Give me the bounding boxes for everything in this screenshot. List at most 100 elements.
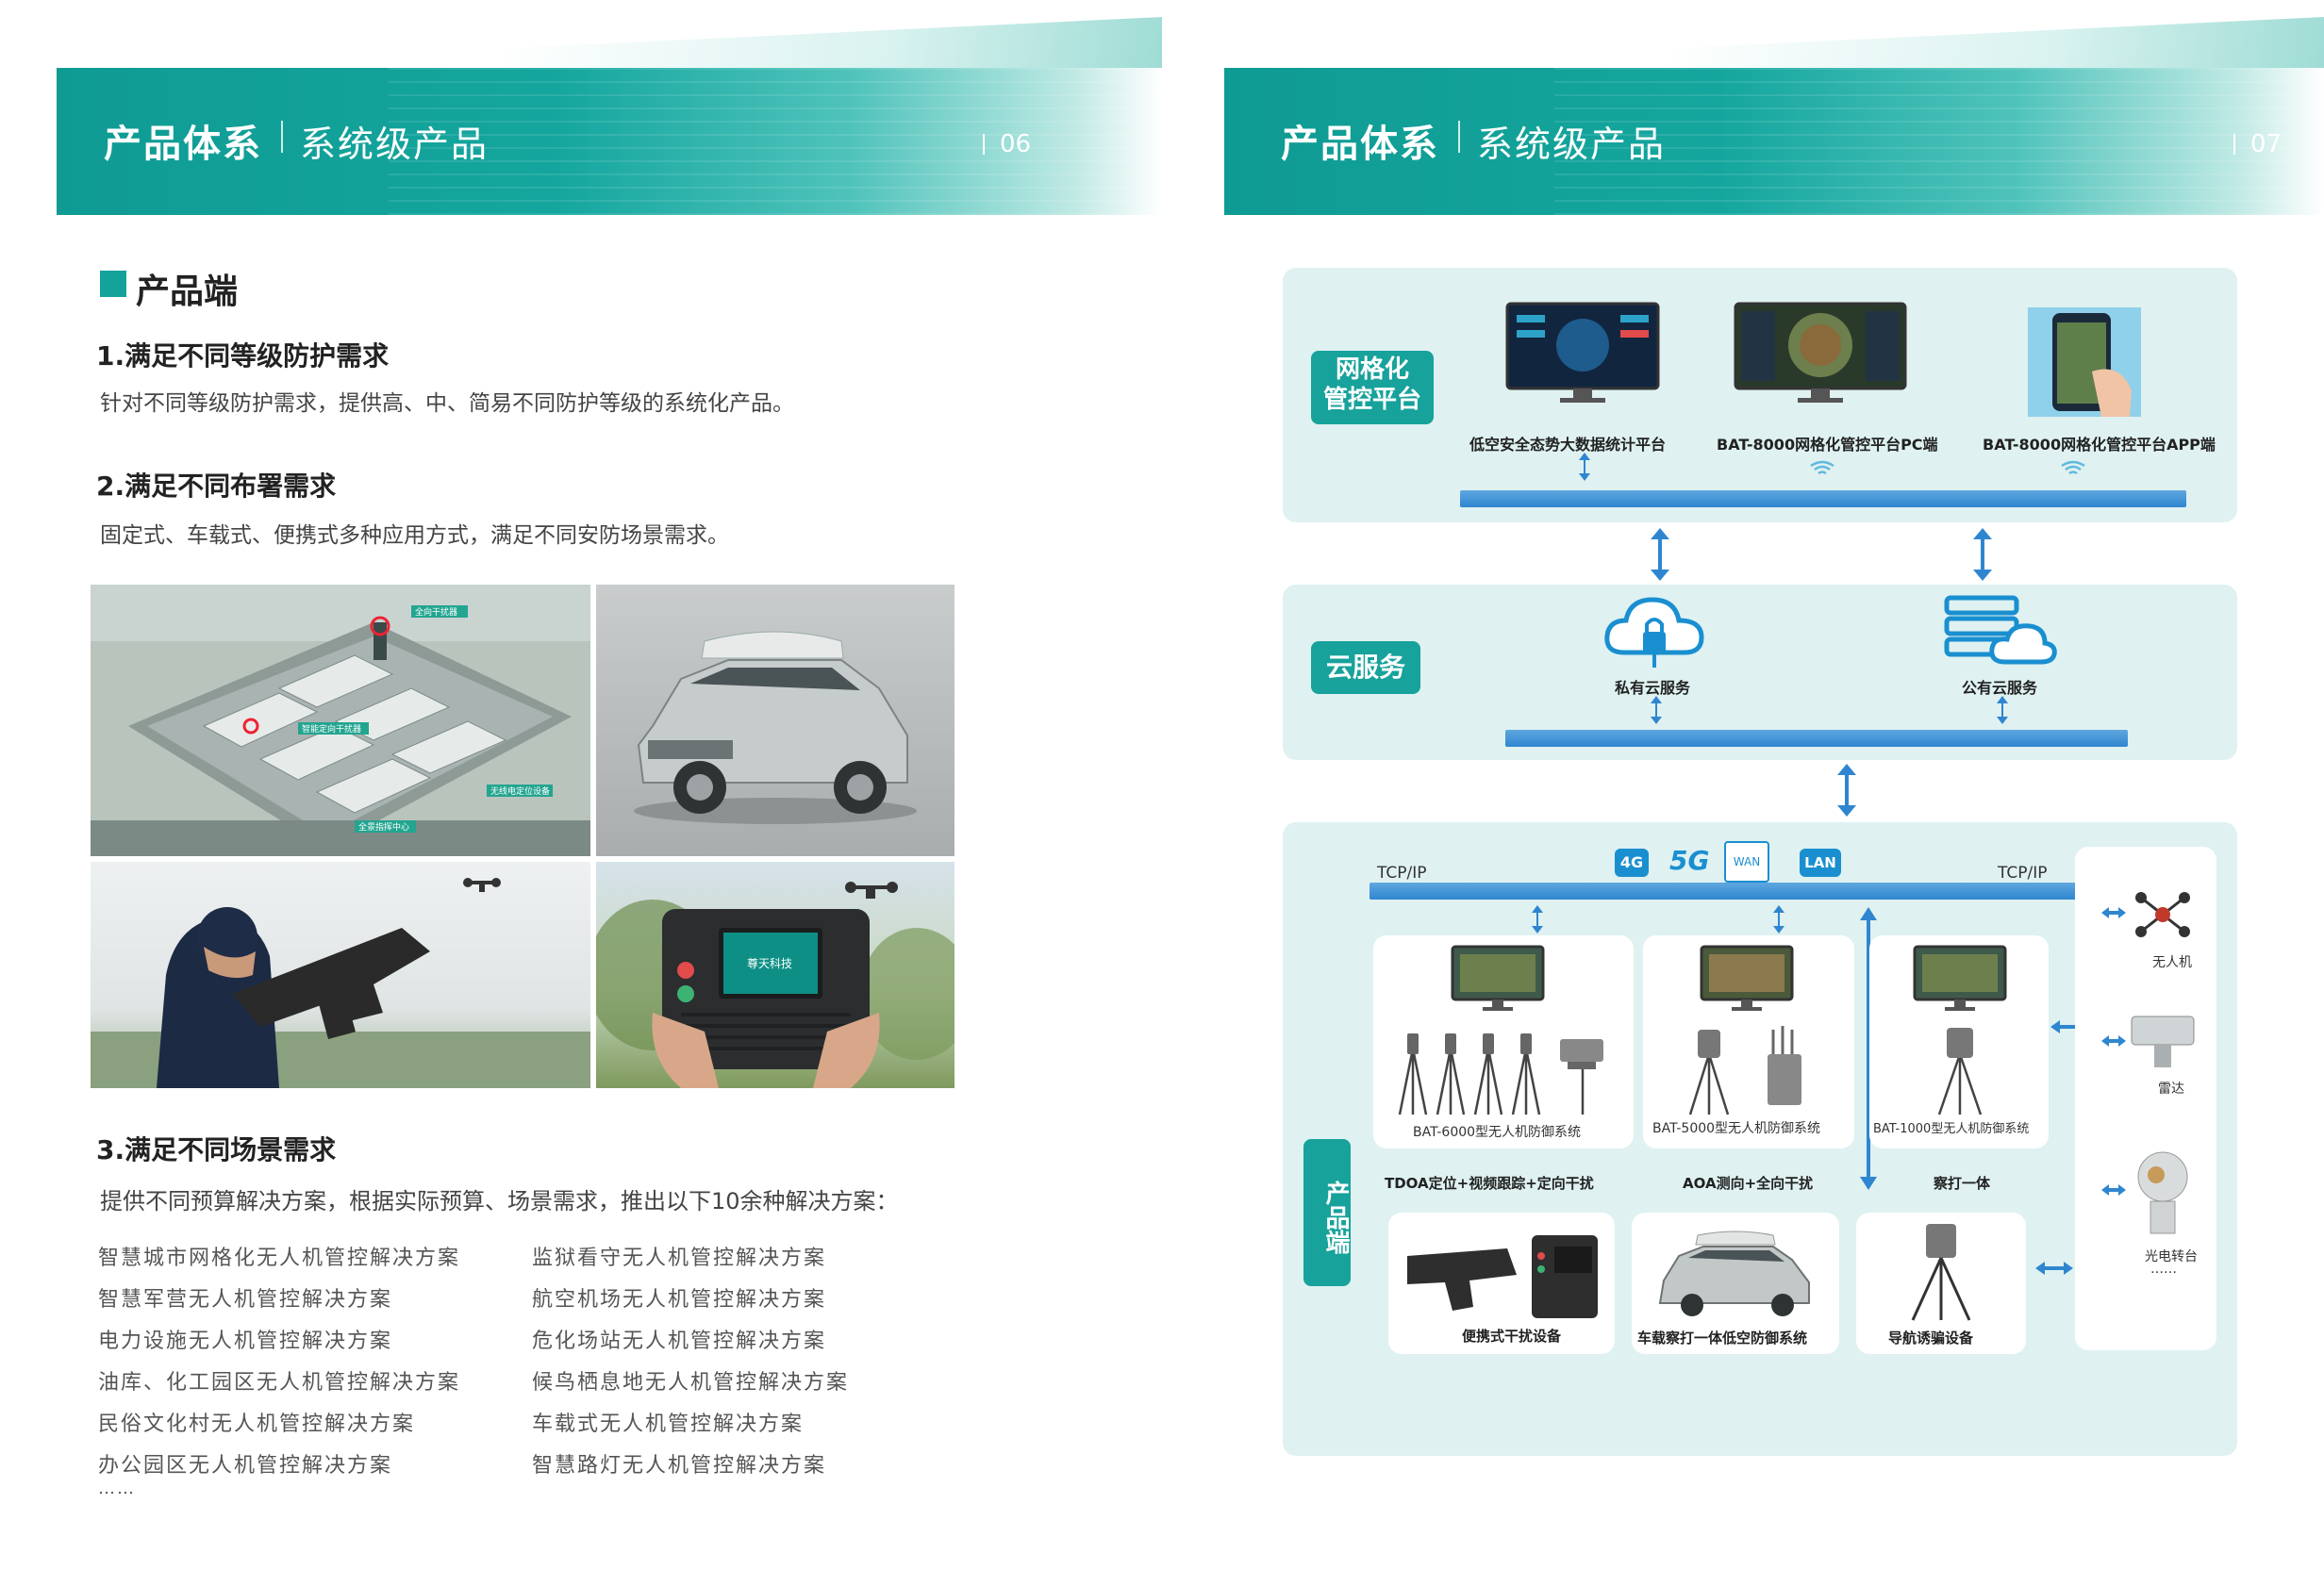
header-title: 产品体系 bbox=[104, 123, 262, 166]
grid-item-label: 低空安全态势大数据统计平台 bbox=[1469, 436, 1667, 454]
double-arrow-h-icon bbox=[2101, 1035, 2126, 1047]
solution-item: 智慧路灯无人机管控解决方案 bbox=[532, 1454, 827, 1478]
grid-platform-tag: 网格化 管控平台 bbox=[1311, 351, 1434, 424]
monitor-icon bbox=[1451, 945, 1545, 1011]
system-model: BAT-5000型无人机防御系统 bbox=[1652, 1121, 1821, 1136]
paragraph-1: 针对不同等级防护需求，提供高、中、简易不同防护等级的系统化产品。 bbox=[100, 391, 794, 416]
monitor-icon bbox=[1913, 945, 2007, 1011]
solution-item: 候鸟栖息地无人机管控解决方案 bbox=[532, 1371, 850, 1395]
vehicle-photo bbox=[596, 585, 954, 856]
device-screen-text: 尊天科技 bbox=[747, 956, 792, 970]
portable-jammer-icon bbox=[1407, 1235, 1598, 1318]
device-label: 导航诱骗设备 bbox=[1888, 1330, 1974, 1346]
double-arrow-h-icon bbox=[2101, 907, 2126, 918]
grid-item-label: BAT-8000网格化管控平台PC端 bbox=[1717, 436, 1938, 454]
spoofer-tripod-icon bbox=[1911, 1224, 1971, 1321]
solution-item: 危化场站无人机管控解决方案 bbox=[532, 1330, 827, 1353]
section-title: 产品端 bbox=[136, 273, 239, 311]
page-number: 07 bbox=[2250, 130, 2282, 158]
device-card-vehicle-system: 车载察打一体低空防御系统 bbox=[1632, 1213, 1839, 1354]
suv-icon bbox=[1658, 1231, 1810, 1316]
side-label-turret: 光电转台 bbox=[2145, 1249, 2198, 1264]
double-arrow-icon bbox=[1837, 764, 1856, 817]
public-cloud-label: 公有云服务 bbox=[1962, 679, 2038, 697]
system-feature: AOA测向+全向干扰 bbox=[1683, 1175, 1814, 1192]
wifi-icon bbox=[1810, 460, 1834, 475]
system-card-bat1000: BAT-1000型无人机防御系统 bbox=[1869, 935, 2049, 1148]
link-arrow-icon bbox=[1532, 905, 1543, 933]
page-number: 06 bbox=[1000, 130, 1032, 158]
label-omni-jammer: 全向干扰器 bbox=[415, 606, 457, 618]
app-phone-icon bbox=[2028, 307, 2141, 417]
system-feature: 察打一体 bbox=[1934, 1175, 1991, 1192]
long-link-arrow-icon bbox=[1860, 907, 1877, 1190]
label-radio-location: 无线电定位设备 bbox=[490, 785, 550, 797]
solution-item: 车载式无人机管控解决方案 bbox=[532, 1413, 805, 1436]
eo-turret-icon bbox=[2137, 1151, 2188, 1234]
solution-item: 智慧军营无人机管控解决方案 bbox=[98, 1288, 393, 1312]
device-card-portable-jammer: 便携式干扰设备 bbox=[1388, 1213, 1615, 1354]
double-arrow-icon bbox=[1651, 528, 1669, 581]
solutions-ellipsis: …… bbox=[98, 1479, 136, 1498]
network-lan-badge: LAN bbox=[1800, 849, 1841, 877]
network-wan-badge: WAN bbox=[1724, 841, 1769, 883]
private-cloud-label: 私有云服务 bbox=[1615, 679, 1691, 697]
dashboard-monitor-icon bbox=[1505, 302, 1660, 403]
heading-3: 3.满足不同场景需求 bbox=[96, 1134, 337, 1165]
page-header: 产品体系 系统级产品 07 bbox=[1224, 68, 2324, 215]
solution-item: 监狱看守无人机管控解决方案 bbox=[532, 1247, 827, 1270]
header-decoration bbox=[57, 17, 1162, 70]
drone-icon bbox=[2135, 892, 2190, 937]
system-model: BAT-1000型无人机防御系统 bbox=[1873, 1122, 2030, 1136]
side-label-radar: 雷达 bbox=[2158, 1082, 2184, 1097]
left-page: 产品体系 系统级产品 06 产品端 1.满足不同等级防护需求 针对不同等级防护需… bbox=[57, 17, 1162, 1498]
side-label-drone: 无人机 bbox=[2152, 955, 2192, 970]
antenna-tripods-icon bbox=[1398, 1033, 1603, 1115]
header-subtitle: 系统级产品 bbox=[1477, 124, 1667, 165]
paragraph-3: 提供不同预算解决方案，根据实际预算、场景需求，推出以下10余种解决方案： bbox=[100, 1188, 899, 1214]
system-feature: TDOA定位+视频跟踪+定向干扰 bbox=[1385, 1175, 1594, 1192]
link-arrow-icon bbox=[1773, 905, 1784, 933]
paragraph-2: 固定式、车载式、便携式多种应用方式，满足不同安防场景需求。 bbox=[100, 523, 729, 548]
aerial-facility-photo: 全向干扰器 智能定向干扰器 无线电定位设备 全景指挥中心 bbox=[91, 585, 590, 856]
header-subtitle: 系统级产品 bbox=[300, 124, 490, 165]
page-number-divider bbox=[983, 134, 985, 155]
side-device-column: 无人机 雷达 光电转台 …… bbox=[2075, 847, 2216, 1350]
link-arrow-icon bbox=[1579, 453, 1590, 481]
solution-item: 智慧城市网格化无人机管控解决方案 bbox=[98, 1247, 461, 1270]
solution-item: 电力设施无人机管控解决方案 bbox=[98, 1330, 393, 1353]
page-number-divider bbox=[2233, 134, 2235, 155]
tag-line: 网格化 bbox=[1335, 355, 1409, 384]
side-ellipsis: …… bbox=[2150, 1262, 2177, 1277]
wifi-icon bbox=[2061, 460, 2085, 475]
device-label: 便携式干扰设备 bbox=[1462, 1328, 1562, 1345]
solution-item: 航空机场无人机管控解决方案 bbox=[532, 1288, 827, 1312]
aoa-tripod-icon bbox=[1688, 1026, 1801, 1115]
double-arrow-h-icon bbox=[2101, 1184, 2126, 1196]
section-marker bbox=[100, 271, 126, 297]
header-decoration bbox=[1224, 17, 2324, 70]
handheld-device-photo: 尊天科技 bbox=[596, 862, 954, 1088]
platform-bus-bar bbox=[1460, 490, 2186, 507]
monitor-icon bbox=[1700, 945, 1794, 1011]
label-directional-jammer: 智能定向干扰器 bbox=[302, 723, 361, 735]
cloud-panel: 云服务 私有云服务 公有云服务 bbox=[1283, 585, 2237, 760]
radar-icon bbox=[2131, 1016, 2195, 1067]
system-card-bat6000: BAT-6000型无人机防御系统 bbox=[1373, 935, 1634, 1148]
network-4g-badge: 4G bbox=[1615, 849, 1649, 877]
network-5g-badge: 5G bbox=[1669, 845, 1710, 876]
grid-item-label: BAT-8000网格化管控平台APP端 bbox=[1983, 436, 2216, 454]
product-end-tag: 产品端 bbox=[1303, 1139, 1351, 1286]
pc-platform-monitor-icon bbox=[1734, 302, 1907, 403]
grid-platform-panel: 网格化 管控平台 低空安全态势大数据统计平台 BAT-8000 bbox=[1283, 268, 2237, 522]
tcp-label-right: TCP/IP bbox=[1998, 864, 2048, 883]
tag-line: 管控平台 bbox=[1322, 386, 1421, 414]
device-label: 车载察打一体低空防御系统 bbox=[1637, 1330, 1808, 1346]
cloud-bus-bar bbox=[1505, 730, 2128, 747]
solution-item: 办公园区无人机管控解决方案 bbox=[98, 1454, 393, 1478]
label-command-center: 全景指挥中心 bbox=[358, 821, 409, 833]
product-end-panel: 产品端 TCP/IP TCP/IP 4G 5G WAN LAN bbox=[1283, 822, 2237, 1456]
heading-2: 2.满足不同布署需求 bbox=[96, 471, 337, 502]
cloud-tag: 云服务 bbox=[1311, 641, 1420, 694]
link-arrow-icon bbox=[1997, 696, 2008, 724]
